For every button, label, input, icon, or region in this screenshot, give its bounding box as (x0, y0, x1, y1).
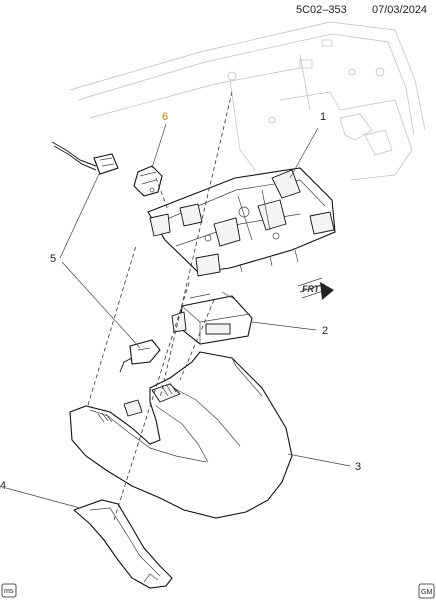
forward-indicator: FRT (297, 277, 334, 300)
ms-badge: ms (1, 583, 17, 598)
diagram-code: 5C02–353 (296, 4, 347, 16)
part-5-connector-harness (51, 141, 161, 373)
callout-leaders (5, 123, 351, 509)
part-3-trim-cover (69, 351, 293, 519)
forward-label: FRT (302, 284, 321, 294)
part-6-clip (133, 165, 163, 197)
part-2-module (171, 291, 253, 345)
callout-5: 5 (50, 253, 56, 265)
callout-3: 3 (355, 461, 361, 473)
part-1-console-bracket (147, 167, 336, 277)
assembly-lines (87, 91, 233, 521)
forward-arrow-icon (320, 282, 334, 300)
callout-2: 2 (322, 325, 328, 337)
callout-1: 1 (320, 111, 326, 123)
roof-outline (69, 21, 426, 181)
gm-logo: GM (418, 583, 435, 599)
gm-logo-text: GM (421, 589, 432, 596)
part-4-trim-bracket (72, 499, 173, 589)
callout-6: 6 (162, 111, 168, 123)
ms-badge-text: ms (4, 588, 14, 595)
callout-4: 4 (0, 480, 6, 492)
diagram-date: 07/03/2024 (372, 4, 427, 16)
